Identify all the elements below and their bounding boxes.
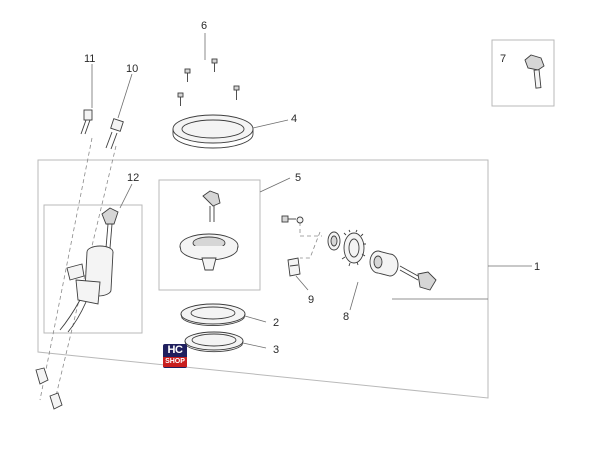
ring-4	[172, 114, 254, 149]
box-12	[43, 204, 143, 334]
logo-text-shop: SHOP	[163, 357, 187, 367]
label-1: 1	[534, 261, 540, 273]
label-12: 12	[127, 172, 139, 184]
label-5: 5	[295, 172, 301, 184]
guide-dash-left	[39, 137, 93, 401]
label-8: 8	[343, 311, 349, 323]
guide-dash-right	[54, 145, 117, 401]
bolt-11	[80, 109, 93, 135]
box-5	[158, 179, 261, 291]
label-6: 6	[201, 20, 207, 32]
clip-9	[287, 257, 301, 277]
screw-6-group	[177, 58, 240, 106]
label-3: 3	[273, 344, 279, 356]
assembly-frame	[37, 159, 489, 399]
bolt-10	[105, 118, 124, 150]
label-2: 2	[273, 317, 279, 329]
key-7	[524, 54, 545, 89]
box-7	[491, 39, 555, 107]
label-7: 7	[500, 53, 506, 65]
nut-lower	[49, 392, 63, 410]
gasket-2	[180, 303, 246, 326]
nut-upper	[35, 367, 49, 385]
label-10: 10	[126, 63, 138, 75]
ignition-switch-12	[59, 207, 119, 333]
label-4: 4	[291, 113, 297, 125]
hc-shop-logo: HC SHOP	[163, 344, 187, 368]
ring-3	[184, 331, 244, 353]
label-9: 9	[308, 294, 314, 306]
fuel-cap-5	[179, 190, 239, 271]
guide-dash-8	[299, 222, 322, 237]
label-11: 11	[84, 53, 95, 65]
lock-parts-8	[281, 215, 437, 291]
logo-text-hc: HC	[167, 344, 183, 356]
